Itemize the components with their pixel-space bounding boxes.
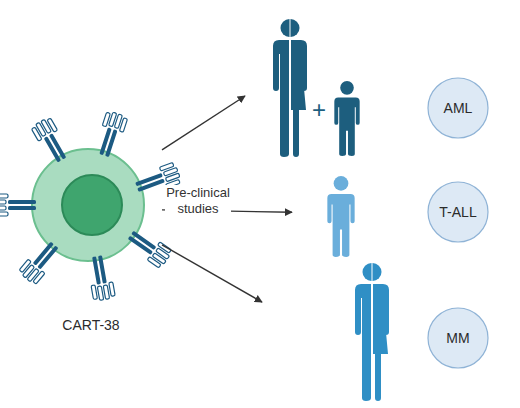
disease-label: AML xyxy=(444,100,473,117)
plus-sign: + xyxy=(312,98,326,122)
text-holder: AML xyxy=(428,78,488,138)
cell-node: CART-38 xyxy=(20,110,162,345)
cell-label: CART-38 xyxy=(62,317,119,334)
edge-label: Pre-clinical studies xyxy=(165,185,231,217)
arrow-connector xyxy=(162,245,262,302)
patient-figures xyxy=(273,19,389,401)
circle-shape xyxy=(428,78,488,138)
circle-shape xyxy=(428,182,488,242)
disease-label: MM xyxy=(446,330,469,347)
text-holder: CART-38 xyxy=(20,310,162,340)
text-holder: T-ALL xyxy=(428,182,488,242)
text-holder: MM xyxy=(428,308,488,368)
arrow-connector xyxy=(162,96,245,150)
circle-outline xyxy=(245,15,495,165)
disease-circle: MM xyxy=(262,260,495,405)
disease-circle: T-ALL xyxy=(292,170,495,260)
car-receptors xyxy=(0,110,182,301)
disease-circle: AML xyxy=(245,15,495,165)
circle-shape xyxy=(428,308,488,368)
disease-label: T-ALL xyxy=(439,204,476,221)
